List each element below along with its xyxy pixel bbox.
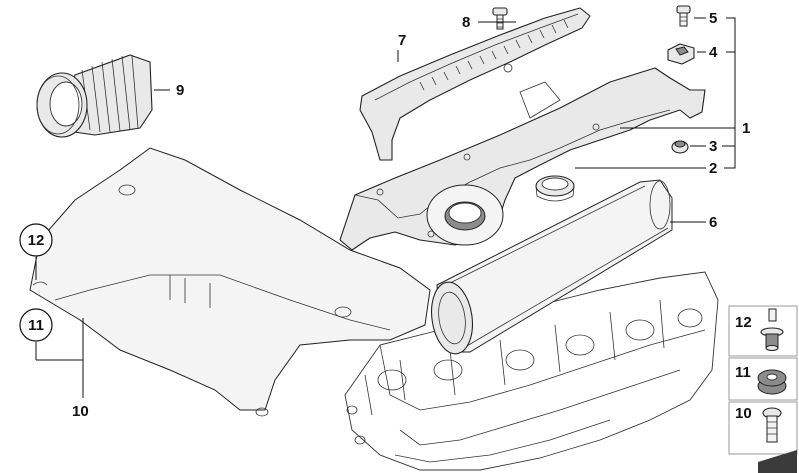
sealing-ring [535,175,575,202]
intake-silencer [339,67,706,251]
screw-8 [492,7,508,30]
callout-6: 6 [709,214,717,231]
bracket [359,7,591,161]
legend-corner [758,450,797,473]
callout-9: 9 [176,82,184,99]
callout-10: 10 [72,403,89,420]
screw-5 [676,5,691,27]
legend-label-12: 12 [735,314,752,331]
circled-callout-11-label: 11 [28,317,44,334]
nut-4 [667,43,695,65]
legend-box-12: 12 [728,305,798,357]
callout-8: 8 [462,14,470,31]
legend-box-10: 10 [728,401,798,455]
callout-numbers: 8 7 9 5 4 1 3 2 6 10 [72,10,750,420]
callout-4: 4 [709,44,718,61]
circled-callout-11: 11 [19,308,53,342]
circled-callout-12: 12 [19,223,53,257]
legend-label-11: 11 [735,364,751,381]
legend-label-10: 10 [735,405,752,422]
cylinder-head [344,271,719,471]
circled-callout-12-label: 12 [28,232,45,249]
air-filter [431,179,673,355]
callout-7: 7 [398,32,406,49]
callout-2: 2 [709,160,717,177]
callout-5: 5 [709,10,717,27]
legend-box-11: 11 [728,357,798,401]
callout-3: 3 [709,138,717,155]
leader-lines [35,17,736,398]
callout-1: 1 [742,120,750,137]
intake-bellows [36,54,153,138]
grommet-3 [671,140,689,154]
engine-cover [29,147,431,417]
